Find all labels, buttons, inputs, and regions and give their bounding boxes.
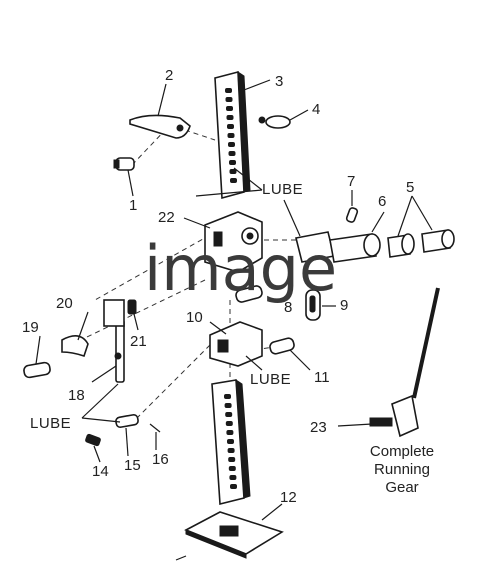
top-casting xyxy=(204,211,263,273)
reversing-link xyxy=(295,207,359,263)
label-part-9: 9 xyxy=(340,297,348,314)
bar-hole xyxy=(228,466,236,471)
upper-standard-bar xyxy=(214,70,251,200)
retaining-clip xyxy=(258,115,291,129)
lower-pin xyxy=(269,337,295,355)
label-part-15: 15 xyxy=(124,457,141,474)
label-part-18: 18 xyxy=(68,387,85,404)
bar-hole xyxy=(226,106,233,111)
bar-hole xyxy=(225,88,232,93)
bar-hole xyxy=(224,394,231,399)
label-part-1: 1 xyxy=(129,197,137,214)
caption-line-2: Running xyxy=(374,461,430,478)
bar-hole xyxy=(227,439,234,444)
hinge-pin xyxy=(23,361,51,379)
bar-hole xyxy=(229,160,236,165)
bar-hole xyxy=(227,448,235,453)
bar-hole xyxy=(226,430,234,435)
small-spring xyxy=(127,299,137,315)
bar-hole xyxy=(227,124,234,129)
handle-pin xyxy=(113,157,135,171)
caption-line-1: Complete xyxy=(370,443,434,460)
bar-hole xyxy=(229,475,237,480)
label-part-3: 3 xyxy=(275,73,283,90)
caption-line-3: Gear xyxy=(385,479,418,496)
bar-hole xyxy=(230,178,237,183)
lube-labels: LUBE LUBE LUBE xyxy=(30,181,303,432)
lube-label-middle: LUBE xyxy=(250,371,291,388)
watermark-text: image xyxy=(144,232,337,305)
lower-standard-bar xyxy=(211,379,251,506)
link-pin xyxy=(235,285,263,303)
label-part-21: 21 xyxy=(130,333,147,350)
label-part-14: 14 xyxy=(92,463,109,480)
handle-socket xyxy=(129,114,191,139)
lube-label-upper: LUBE xyxy=(262,181,303,198)
lube-label-lower: LUBE xyxy=(30,415,71,432)
spring-and-pin xyxy=(85,413,161,447)
label-part-16: 16 xyxy=(152,451,169,468)
label-part-11: 11 xyxy=(314,369,330,386)
label-part-20: 20 xyxy=(56,295,73,312)
complete-running-gear xyxy=(369,287,440,438)
slotted-link xyxy=(305,289,321,321)
base-plate xyxy=(175,511,284,561)
spring-clip xyxy=(61,335,89,358)
bar-hole xyxy=(225,97,233,102)
part-number-labels: 2 3 4 1 7 5 6 22 20 8 9 10 19 21 11 18 1… xyxy=(22,67,414,506)
bar-hole xyxy=(227,133,235,138)
bar-hole xyxy=(225,412,233,417)
label-part-7: 7 xyxy=(347,173,355,190)
running-gear-caption: Complete Running Gear xyxy=(370,443,434,496)
bar-hole xyxy=(228,151,236,156)
bar-hole xyxy=(230,484,237,489)
leader-lines xyxy=(35,79,433,521)
bar-hole xyxy=(225,421,233,426)
bottom-casting xyxy=(209,321,263,367)
label-part-10: 10 xyxy=(186,309,203,326)
bar-hole xyxy=(229,169,237,174)
label-part-6: 6 xyxy=(378,193,386,210)
label-part-23: 23 xyxy=(310,419,327,436)
climbing-pin-rod xyxy=(103,299,125,383)
bar-hole xyxy=(228,142,235,147)
bar-hole xyxy=(226,115,234,120)
label-part-19: 19 xyxy=(22,319,39,336)
label-part-2: 2 xyxy=(165,67,173,84)
rollers xyxy=(329,229,455,263)
bar-hole xyxy=(228,457,236,462)
label-part-5: 5 xyxy=(406,179,414,196)
label-part-12: 12 xyxy=(280,489,297,506)
label-part-4: 4 xyxy=(312,101,320,118)
label-part-22: 22 xyxy=(158,209,175,226)
bar-hole xyxy=(224,403,232,408)
label-part-8: 8 xyxy=(284,299,292,316)
